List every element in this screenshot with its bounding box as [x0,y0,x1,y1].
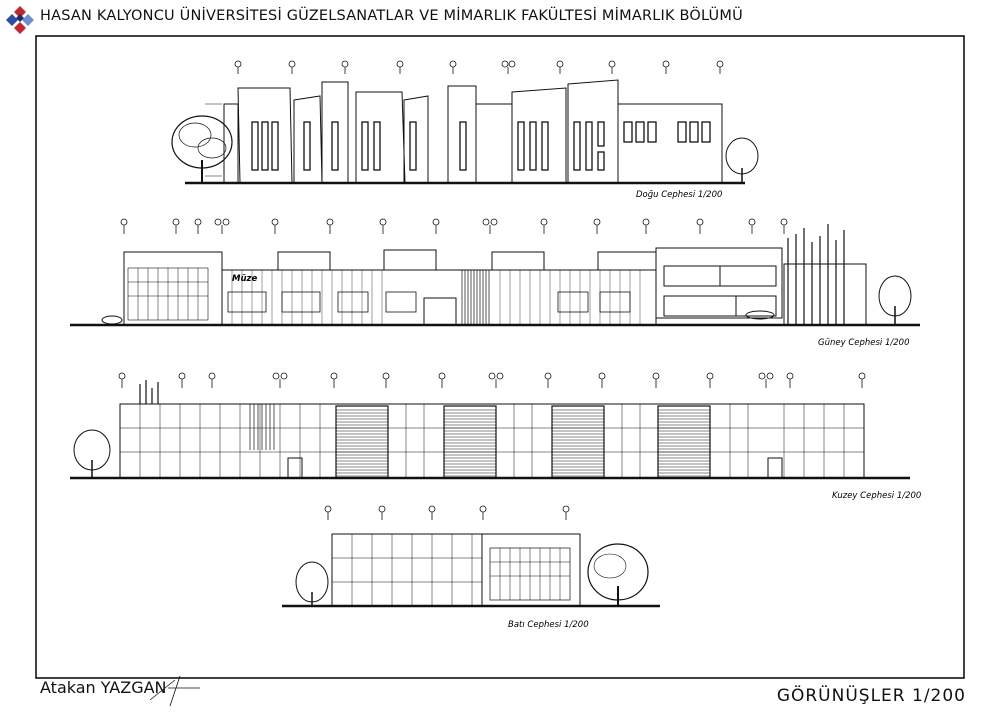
east-elevation-caption: Doğu Cephesi 1/200 [636,190,722,200]
lamp-poles [324,505,570,520]
east-elevation [171,79,759,185]
south-elevation [70,224,920,327]
lamp-poles [120,218,788,234]
tree-icon [725,137,759,183]
sheet-border [35,35,965,679]
university-logo [6,6,34,34]
tree-icon [878,275,912,325]
tree-icon [73,429,111,478]
institution-header: HASAN KALYONCU ÜNİVERSİTESİ GÜZELSANATLA… [40,8,743,24]
lamp-poles [234,60,724,74]
west-elevation-caption: Batı Cephesi 1/200 [508,620,589,630]
west-elevation [282,533,660,608]
signature [149,675,200,707]
tree-icon [587,543,649,606]
lamp-poles [118,372,866,388]
author-name: Atakan YAZGAN [40,678,167,697]
tree-icon [295,561,329,606]
north-elevation [70,380,910,480]
museum-label: Müze [232,274,257,284]
sheet-title: GÖRÜNÜŞLER 1/200 [776,686,966,706]
tree-icon [171,115,233,183]
north-elevation-caption: Kuzey Cephesi 1/200 [832,491,921,501]
south-elevation-caption: Güney Cephesi 1/200 [818,338,910,348]
